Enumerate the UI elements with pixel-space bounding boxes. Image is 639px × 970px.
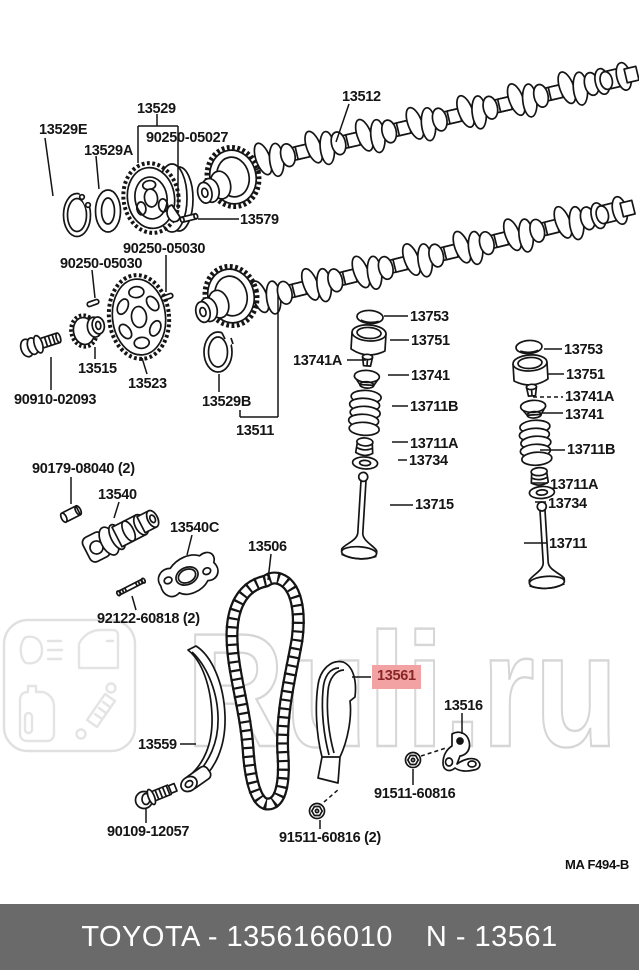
car-door-icon (77, 628, 120, 670)
drawing-code: MA F494-B (565, 857, 629, 872)
line-art (19, 54, 639, 829)
timing-gear-2-parts (19, 261, 264, 373)
headlight-icon (19, 635, 64, 665)
shock-absorber-icon (75, 682, 117, 740)
timing-gear-1-parts (62, 142, 266, 238)
valve-stack-exhaust (510, 338, 566, 591)
camshaft-2 (235, 188, 638, 322)
tensioner-shoe (315, 660, 357, 784)
part-label-13561-highlighted[interactable]: 13561 (372, 665, 421, 689)
footer-bar: TOYOTA - 1356166010 N - 13561 (0, 904, 639, 970)
timing-chain (225, 571, 305, 811)
oil-canister-icon (18, 684, 56, 743)
footer-brand-part-number: TOYOTA - 1356166010 (81, 920, 393, 953)
watermark-logo (2, 618, 137, 753)
watermark-text: Ruli.ru (186, 600, 618, 781)
leader-lines (44, 103, 565, 829)
oil-pump-group (59, 504, 219, 598)
valve-stack-intake (337, 308, 393, 561)
chain-guide (180, 645, 226, 793)
camshaft-1 (238, 54, 639, 184)
tensioner-bracket-group (134, 731, 481, 820)
footer-catalog-number: N - 13561 (425, 920, 558, 953)
